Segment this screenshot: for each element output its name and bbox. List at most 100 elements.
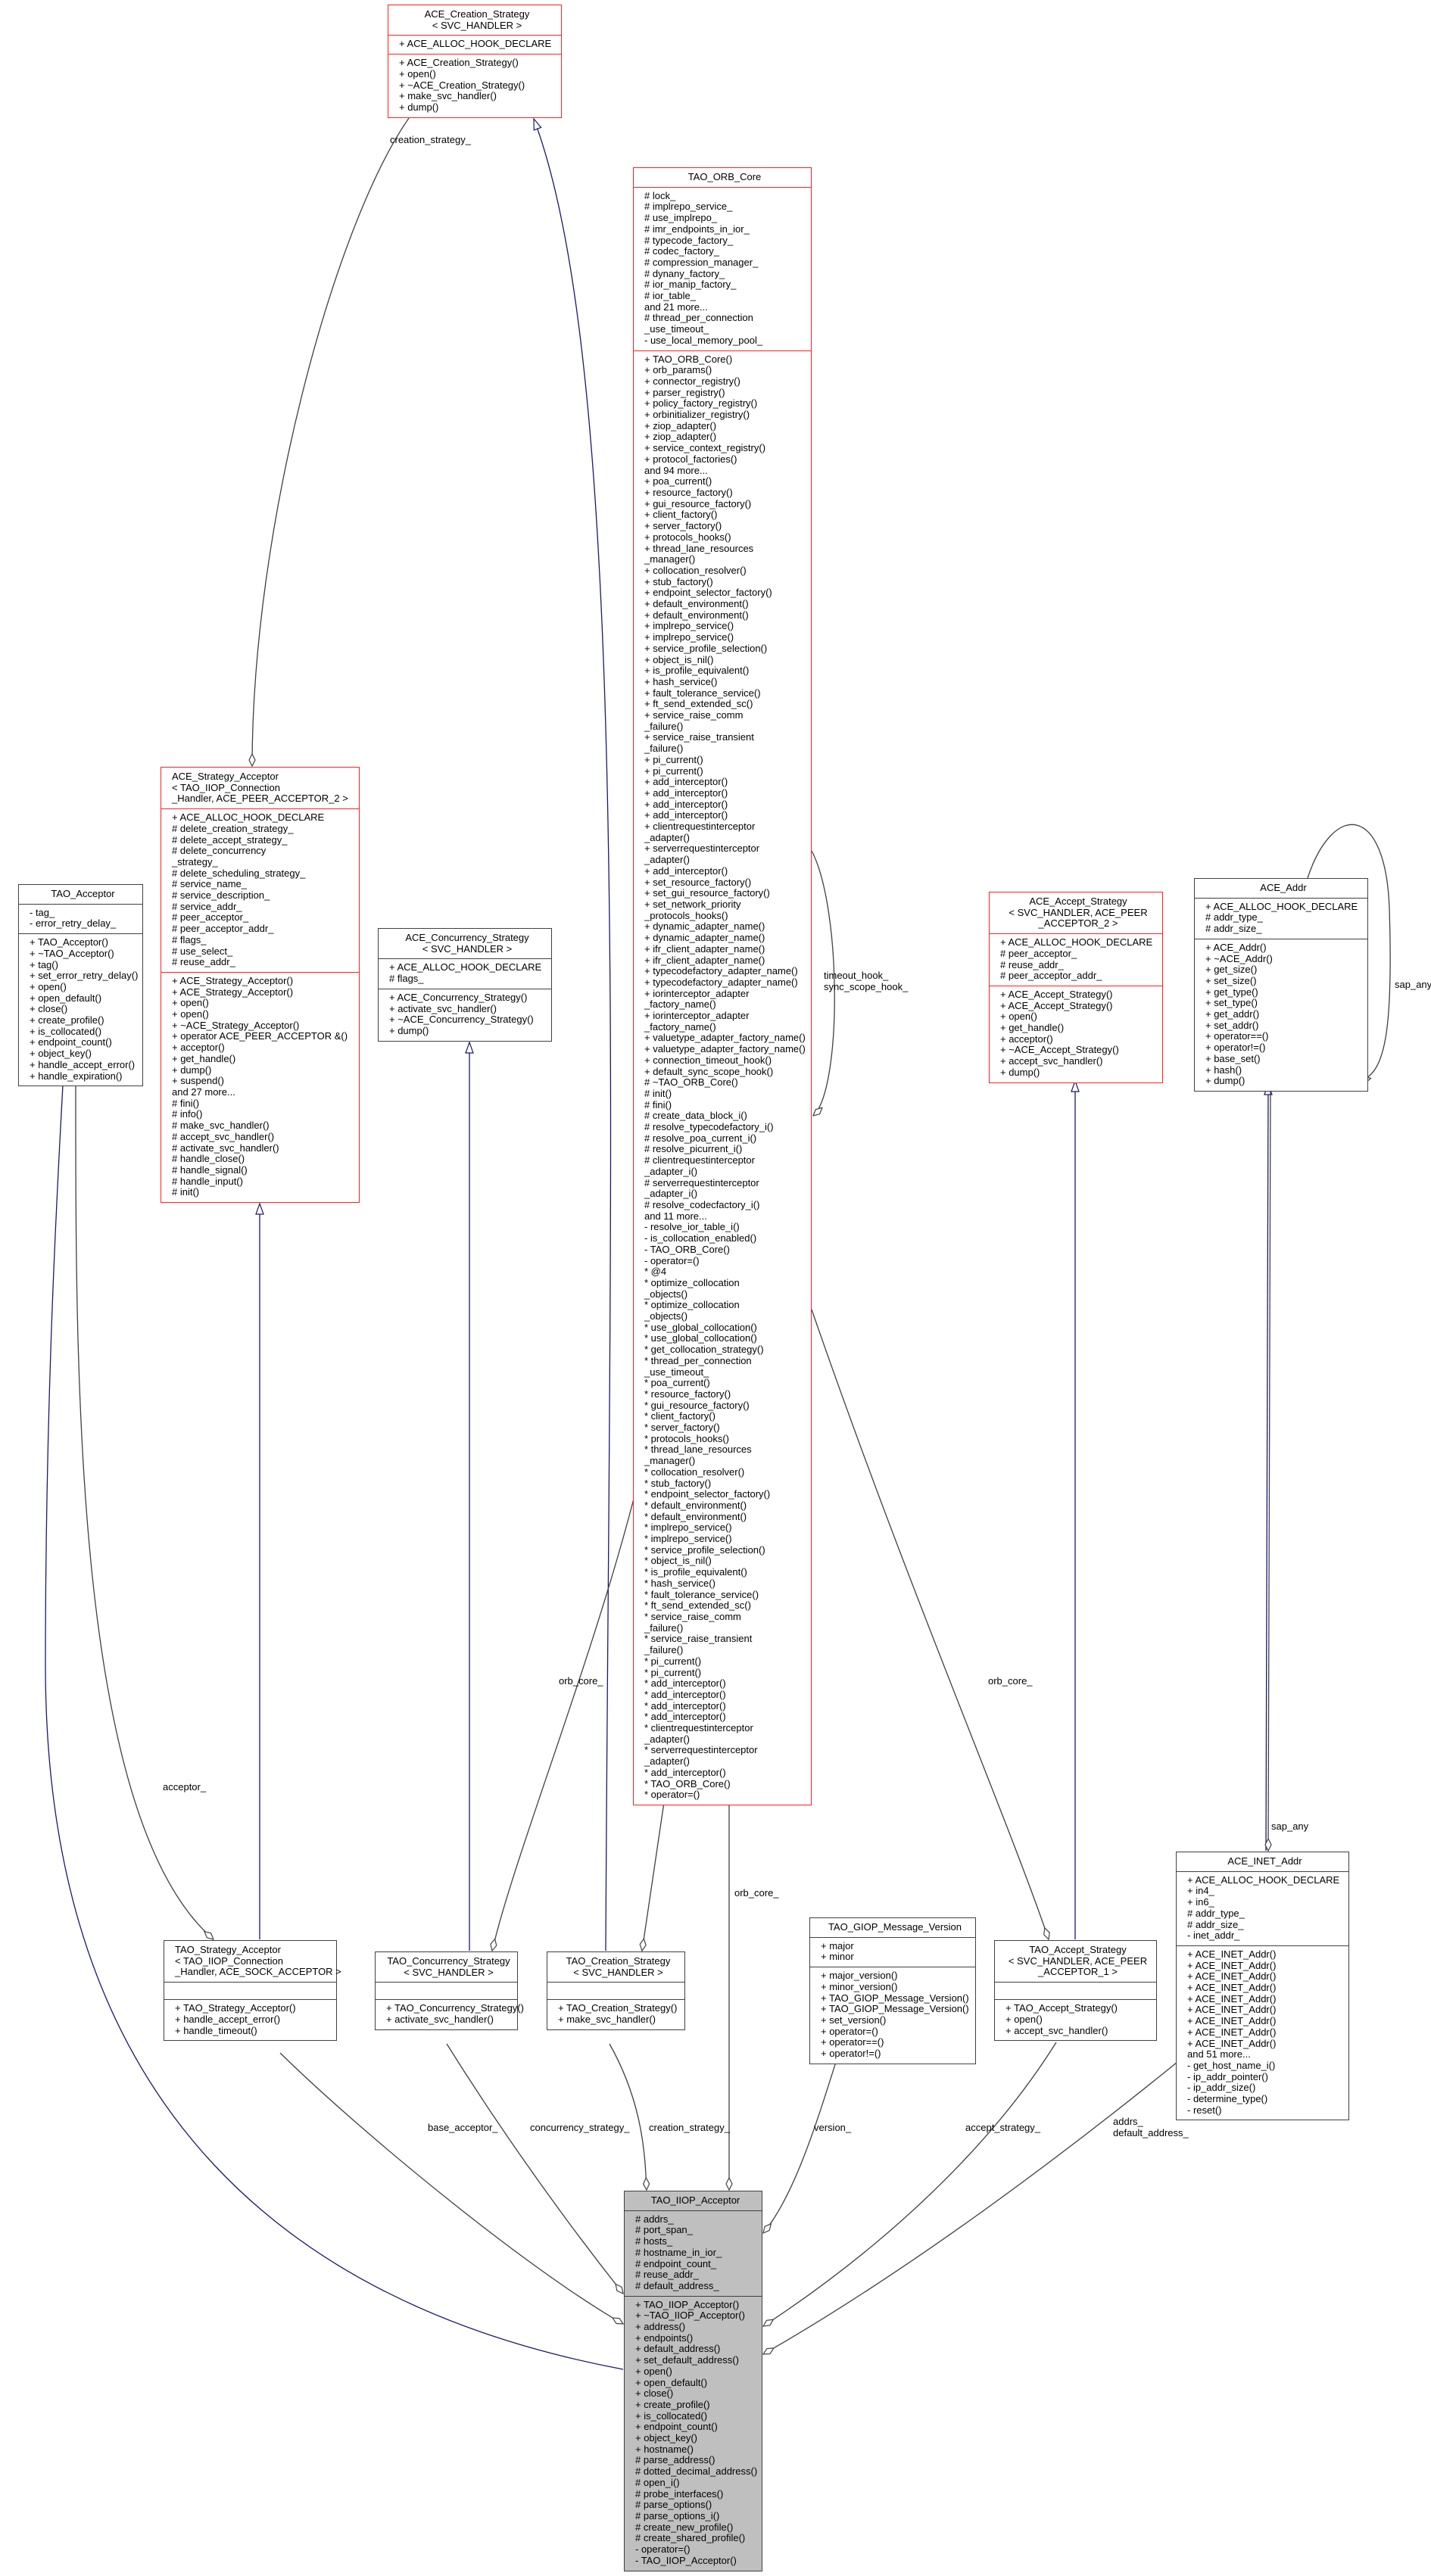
class-name: _Handler, ACE_PEER_ACCEPTOR_2 > [172,793,348,805]
method: # handle_input() [172,1175,243,1187]
method: + orb_params() [644,364,712,376]
method: + operator=() [821,2025,878,2037]
attribute: _use_timeout_ [644,323,709,335]
member-edge [763,2042,1057,2326]
attributes-section: + ACE_ALLOC_HOOK_DECLARE [388,35,561,54]
method: + open() [1005,2013,1043,2025]
attributes-section: - tag_- error_retry_delay_ [19,903,142,933]
class-box-ace-inet-addr[interactable]: ACE_INET_Addr+ ACE_ALLOC_HOOK_DECLARE+ i… [1176,1852,1349,2121]
attribute: # ior_manip_factory_ [644,279,737,291]
class-box-tao-orb-core[interactable]: TAO_ORB_Core# lock_# implrepo_service_# … [633,167,812,1805]
class-box-ace-creation-strategy[interactable]: ACE_Creation_Strategy< SVC_HANDLER >+ AC… [388,5,562,118]
class-box-ace-accept-strategy[interactable]: ACE_Accept_Strategy< SVC_HANDLER, ACE_PE… [989,892,1163,1083]
method: _adapter_i() [644,1188,698,1200]
method: + ACE_INET_Addr() [1187,2037,1277,2049]
attribute: # addr_size_ [1187,1918,1244,1930]
methods-section: + ACE_Concurrency_Strategy()+ activate_s… [379,988,551,1041]
edge-label-line: acceptor_ [163,1781,207,1793]
class-box-ace-addr[interactable]: ACE_Addr+ ACE_ALLOC_HOOK_DECLARE# addr_t… [1194,878,1368,1092]
class-name: _ACCEPTOR_1 > [1038,1966,1118,1978]
class-box-tao-creation-strategy[interactable]: TAO_Creation_Strategy< SVC_HANDLER >+ TA… [547,1951,685,2030]
method: # dotted_decimal_address() [635,2465,758,2478]
edge-label: timeout_hook_sync_scope_hook_ [824,970,908,992]
method: + dynamic_adapter_name() [644,920,765,933]
class-box-ace-strategy-acceptor[interactable]: ACE_Strategy_Acceptor< TAO_IIOP_Connecti… [161,767,360,1204]
method: + major_version() [821,1970,898,1982]
method: + ACE_INET_Addr() [1187,2026,1277,2038]
method: + suspend() [172,1075,225,1087]
method: + thread_lane_resources [644,542,754,554]
method: + endpoint_selector_factory() [644,587,772,599]
method: * server_factory() [644,1422,720,1434]
method: # handle_signal() [172,1163,248,1176]
method: + ACE_Addr() [1205,941,1267,953]
method: + open_default() [635,2376,708,2388]
edge-label-line: orb_core_ [559,1675,603,1687]
method: + open() [172,1008,209,1020]
method: + add_interceptor() [644,864,728,877]
method: * add_interceptor() [644,1699,726,1712]
class-name: < SVC_HANDLER > [404,1966,494,1978]
edge-label: orb_core_ [734,1887,779,1899]
method: # parse_options() [635,2499,712,2511]
attributes-section: + ACE_ALLOC_HOOK_DECLARE# flags_ [379,958,551,988]
attributes-section [376,1982,517,1999]
method: + is_collocated() [30,1025,102,1037]
method: + activate_svc_handler() [389,1002,497,1014]
class-box-tao-concurrency-strategy[interactable]: TAO_Concurrency_Strategy< SVC_HANDLER >+… [375,1951,524,2030]
class-name: ACE_Addr [1260,882,1307,893]
method: * service_raise_transient [644,1633,753,1645]
attribute: # service_addr_ [172,900,242,912]
method: + ft_send_extended_sc() [644,698,753,710]
class-name: < SVC_HANDLER > [422,942,513,955]
class-name: < SVC_HANDLER, ACE_PEER [1009,906,1148,918]
method: + hash_service() [644,675,718,687]
class-box-ace-concurrency-strategy[interactable]: ACE_Concurrency_Strategy< SVC_HANDLER >+… [378,928,552,1042]
member-edge [642,1802,665,1951]
method: + operator!=() [1205,1042,1266,1054]
method: * use_global_collocation() [644,1332,757,1344]
method: + make_svc_handler() [558,2014,656,2026]
class-box-tao-strategy-acceptor[interactable]: TAO_Strategy_Acceptor< TAO_IIOP_Connecti… [164,1940,341,2042]
class-box-tao-accept-strategy[interactable]: TAO_Accept_Strategy< SVC_HANDLER, ACE_PE… [994,1940,1157,2042]
method: + ACE_Accept_Strategy() [1000,988,1113,1000]
method: + resource_factory() [644,486,733,498]
method: + handle_expiration() [30,1070,123,1082]
method: + dump() [399,101,439,113]
attribute: # ior_table_ [644,290,696,302]
class-box-tao-giop-message-version[interactable]: TAO_GIOP_Message_Version+ major+ minor+ … [809,1917,976,2064]
method: + ACE_Concurrency_Strategy() [389,991,528,1003]
method: + ACE_Creation_Strategy() [399,57,519,69]
class-box-tao-iiop-acceptor[interactable]: TAO_IIOP_Acceptor# addrs_# port_span_# h… [624,2191,762,2571]
attribute: and 21 more... [644,301,708,313]
method: + dump() [389,1024,429,1036]
inheritance-edge [534,119,612,1951]
attribute: # peer_acceptor_ [172,911,249,924]
inheritance-edge [1266,1084,1268,1852]
method: * collocation_resolver() [644,1466,745,1478]
attribute: # lock_ [644,189,676,201]
attribute: + ACE_ALLOC_HOOK_DECLARE [399,38,552,50]
edge-label: accept_strategy_ [965,2122,1040,2134]
class-title: TAO_Accept_Strategy< SVC_HANDLER, ACE_PE… [995,1941,1156,1982]
attribute: + ACE_ALLOC_HOOK_DECLARE [1205,900,1358,912]
class-title: ACE_Concurrency_Strategy< SVC_HANDLER > [379,929,551,958]
class-box-tao-acceptor[interactable]: TAO_Acceptor- tag_- error_retry_delay_+ … [18,884,143,1087]
method: + open_default() [30,992,102,1004]
attributes-section [995,1982,1156,1999]
attribute: # service_description_ [172,889,270,902]
method: * service_profile_selection() [644,1543,765,1556]
method: * default_environment() [644,1499,747,1511]
attribute: + ACE_ALLOC_HOOK_DECLARE [1000,936,1153,948]
method: * poa_current() [644,1377,710,1389]
attributes-section: # lock_# implrepo_service_# use_implrepo… [634,186,811,350]
member-edge [1307,824,1391,1081]
attribute: # flags_ [389,973,424,985]
member-edge [446,2043,623,2294]
method: * fault_tolerance_service() [644,1588,759,1600]
method: + ifr_client_adapter_name() [644,942,765,955]
method: * optimize_collocation [644,1276,740,1288]
method: _objects() [644,1310,688,1322]
method: + ifr_client_adapter_name() [644,954,765,966]
